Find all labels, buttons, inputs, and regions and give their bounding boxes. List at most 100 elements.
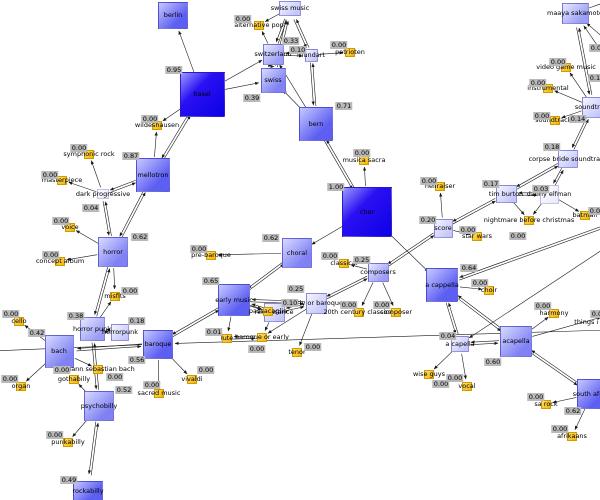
tag-node-wiseguys[interactable]: wise guys <box>413 369 445 379</box>
floating-text: things i wou <box>574 318 600 326</box>
node-switzerland[interactable]: switzerland <box>254 43 292 65</box>
node-label: a cappella <box>425 281 459 289</box>
tag-node-hellraiser[interactable]: hellraiser <box>425 181 455 191</box>
edge-weight-label: 0.62 <box>262 234 280 242</box>
tag-node-harmony[interactable]: harmony <box>540 308 568 318</box>
tag-node-c20[interactable]: 20th century classical <box>323 307 395 317</box>
tag-node-punkabilly[interactable]: punkabilly <box>51 437 85 447</box>
tag-node-vivaldi[interactable]: vivaldi <box>181 374 203 384</box>
node-acapella[interactable]: acapella <box>500 325 532 357</box>
edge <box>326 278 368 300</box>
node-earlymusic[interactable]: early music <box>215 284 253 316</box>
edge <box>267 308 307 334</box>
tag-node-classical[interactable]: classical <box>330 258 358 268</box>
tag-node-patrioten[interactable]: patrioten <box>335 47 365 57</box>
edge-weight-label: 0.00 <box>248 345 266 353</box>
node-corpsebride[interactable]: corpse bride soundtrack <box>529 150 600 168</box>
node-label: musica sacra <box>342 156 386 164</box>
edge-weight-label: 0.00 <box>141 115 159 123</box>
edge <box>154 131 158 158</box>
edge-weight-label: 0.00 <box>234 15 252 23</box>
edge <box>76 345 142 352</box>
node-berlin[interactable]: berlin <box>158 1 188 29</box>
node-maaya[interactable]: maaya sakamoto <box>547 2 600 24</box>
tag-node-composer1[interactable]: composer <box>380 307 412 317</box>
edge <box>296 19 310 48</box>
node-label: bern <box>308 120 324 128</box>
tag-node-gothabilly[interactable]: gothabilly <box>58 374 90 384</box>
tag-node-altpop[interactable]: alternative pop <box>234 20 284 30</box>
node-bern[interactable]: bern <box>299 107 333 141</box>
tag-node-voice[interactable]: voice <box>61 222 79 232</box>
edge <box>459 226 600 278</box>
edge-weight-label: 0.60 <box>484 358 502 366</box>
edge-weight-label: 0.00 <box>590 310 600 318</box>
tag-node-misfits[interactable]: misfits <box>104 291 126 301</box>
node-label: sacred music <box>137 389 181 397</box>
node-label: passacaglia <box>248 307 288 315</box>
edge <box>163 115 191 161</box>
edge-weight-label: 0.87 <box>122 152 140 160</box>
tag-node-tenor[interactable]: tenor <box>288 347 306 357</box>
node-horror[interactable]: horror <box>98 237 128 267</box>
node-mellotron[interactable]: mellotron <box>136 158 170 192</box>
node-bach[interactable]: bach <box>44 334 74 368</box>
edge-weight-label: 0.71 <box>335 102 353 110</box>
tag-node-soundtracks[interactable]: soundtracks <box>535 115 575 125</box>
edge <box>439 192 443 218</box>
edge-weight-label: 0.64 <box>460 264 478 272</box>
edge <box>68 181 97 193</box>
node-label: video game music <box>536 63 596 71</box>
node-horrorpunk[interactable]: horror punk <box>73 317 111 341</box>
edge <box>250 304 262 310</box>
tag-node-lute[interactable]: lute <box>221 333 233 343</box>
node-swissmusic[interactable]: swiss music <box>271 0 309 16</box>
tag-node-choir[interactable]: choir <box>481 285 497 295</box>
edge <box>448 302 459 335</box>
tag-node-instrumental[interactable]: instrumental <box>527 83 569 93</box>
node-darkprog[interactable]: dark progressive <box>76 189 130 199</box>
tag-node-conceptalbum[interactable]: concept album <box>36 256 84 266</box>
node-label: misfits <box>104 292 126 300</box>
tag-node-organ[interactable]: organ <box>12 381 30 391</box>
node-label: nightmare before christmas <box>483 216 575 224</box>
tag-node-baroqueorearly[interactable]: baroque or early <box>235 332 289 342</box>
edge <box>227 316 232 332</box>
tag-node-sacredmusic[interactable]: sacred music <box>138 388 180 398</box>
tag-node-prebaroque[interactable]: pre-baroque <box>191 250 231 260</box>
tag-node-batman[interactable]: batman <box>572 210 598 220</box>
edge-weight-label: 0.04 <box>439 332 457 340</box>
edge <box>109 179 136 191</box>
node-choral[interactable]: choral <box>282 238 312 268</box>
edge-weight-label: 0.00 <box>53 366 71 374</box>
tag-node-symphonicrock[interactable]: symphonic rock <box>63 149 115 159</box>
node-baroque[interactable]: baroque <box>143 329 173 359</box>
node-chor[interactable]: chor <box>342 187 392 237</box>
edge <box>104 201 112 237</box>
node-label: 20th century classical <box>323 308 395 316</box>
tag-node-vocal[interactable]: vocal <box>458 381 476 391</box>
node-swiss[interactable]: swiss <box>260 67 286 93</box>
tag-node-nightmare[interactable]: nightmare before christmas <box>484 215 574 225</box>
node-acappella[interactable]: a cappella <box>425 268 459 302</box>
node-label: tenor <box>288 348 306 356</box>
tag-node-passacaglia[interactable]: passacaglia <box>249 306 287 316</box>
tag-node-starwars[interactable]: star wars <box>462 231 492 241</box>
edge <box>455 296 502 332</box>
edge-weight-label: 0.00 <box>340 301 358 309</box>
edge <box>318 51 344 55</box>
tag-node-masterpiece[interactable]: masterpiece <box>42 175 82 185</box>
node-psychobilly[interactable]: psychobilly <box>81 391 117 421</box>
edge <box>112 267 117 290</box>
tag-node-afrikaans[interactable]: afrikaans <box>557 431 587 441</box>
edge-weight-label: 0.00 <box>459 226 477 234</box>
node-southafrica[interactable]: south africa <box>573 379 600 409</box>
tag-node-sarock[interactable]: sa rock <box>534 399 558 409</box>
node-basel[interactable]: basel <box>179 71 225 117</box>
edge-weight-label: 0.00 <box>533 112 551 120</box>
node-horrorpunk2[interactable]: horrorpunk <box>102 323 138 341</box>
tag-node-jsb[interactable]: johann sebastian bach <box>61 364 135 374</box>
node-composers[interactable]: composers <box>360 262 396 282</box>
